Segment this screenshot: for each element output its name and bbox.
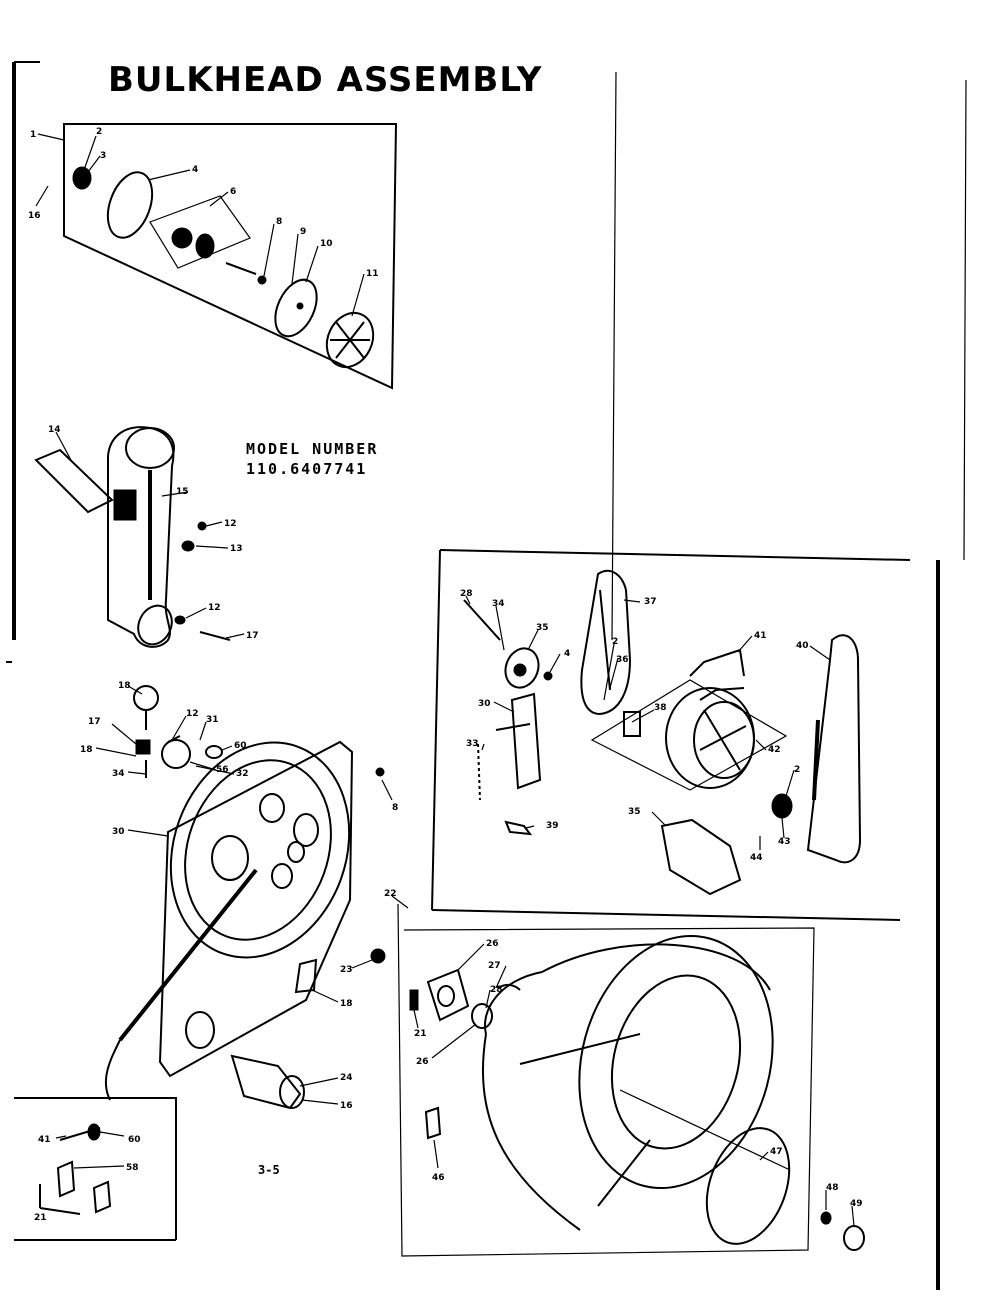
callout-c18: 17 [88,717,101,727]
callout-c15: 12 [208,603,221,613]
blower-parts-group [35,123,398,390]
bulkhead-panel-group [95,685,393,1110]
page-border [6,61,967,1290]
drum-front-rim [578,934,774,1190]
callout-c22: 18 [80,745,93,755]
callout-c62: 35 [628,807,641,817]
callout-c13: 12 [224,519,237,529]
callout-c39: 28 [490,985,503,995]
callout-c60: 2 [794,765,800,775]
callout-c32: 41 [38,1135,51,1145]
callout-c26: 30 [112,827,125,837]
motor-assembly-group [431,549,911,921]
callout-c42: 46 [432,1173,445,1183]
callout-c35: 21 [34,1213,47,1223]
exhaust-duct-group [34,426,245,648]
callout-c52: 36 [616,655,629,665]
callout-c31: 16 [340,1101,353,1111]
callout-c23: 56 [216,765,229,775]
callout-c24: 32 [236,769,249,779]
callout-c4: 4 [192,165,198,175]
callout-c3: 3 [100,151,106,161]
drive-belt [806,634,862,864]
callout-c5: 6 [230,187,236,197]
belt-ring-part [106,171,154,239]
callout-c41: 26 [416,1057,429,1067]
drum-group [391,895,865,1257]
drum-baffle-tag [424,1106,442,1140]
callout-c33: 60 [128,1135,141,1145]
callout-c51: 2 [612,637,618,647]
callout-c25: 34 [112,769,125,779]
callout-c19: 12 [186,709,199,719]
callout-c2: 2 [96,127,102,137]
callout-c30: 24 [340,1073,353,1083]
callout-c10: 16 [28,211,41,221]
callout-c63: 44 [750,853,763,863]
drum-seal [705,1127,791,1245]
callout-c36: 22 [384,889,397,899]
callout-c6: 8 [276,217,282,227]
bearing-part [72,166,92,190]
callout-c9: 11 [366,269,379,279]
callout-c8: 10 [320,239,333,249]
page-reference: 3-5 [258,1163,280,1177]
callout-c48: 35 [536,623,549,633]
inset-parts-group [14,1097,177,1241]
callout-c12: 15 [176,487,189,497]
blower-wheel-disc [274,278,318,338]
bulkhead-opening [169,741,351,959]
callout-c27: 8 [392,803,398,813]
callout-c55: 30 [478,699,491,709]
callout-c57: 38 [654,703,667,713]
callout-c61: 43 [778,837,791,847]
model-number-label: MODEL NUMBER [246,440,379,458]
callout-c20: 31 [206,715,219,725]
callout-c59: 42 [768,745,781,755]
callout-c28: 23 [340,965,353,975]
callout-c54: 40 [796,641,809,651]
callout-c49: 4 [564,649,570,659]
callout-c50: 37 [644,597,657,607]
callout-c37: 26 [486,939,499,949]
callout-c17: 18 [118,681,131,691]
blower-fan [325,311,375,369]
model-number-value: 110.6407741 [246,460,368,478]
callout-c38: 27 [488,961,501,971]
callout-c46: 28 [460,589,473,599]
callout-c40: 21 [414,1029,427,1039]
callout-c58: 39 [546,821,559,831]
duct-clip [113,489,137,521]
callout-c21: 60 [234,741,247,751]
callout-c47: 34 [492,599,505,609]
page-title: BULKHEAD ASSEMBLY [108,60,543,100]
callout-c56: 33 [466,739,479,749]
callout-c7: 9 [300,227,306,237]
callout-c1: 1 [30,130,36,140]
callout-c45: 49 [850,1199,863,1209]
gear-part-a [171,227,193,249]
callout-c53: 41 [754,631,767,641]
callout-c44: 48 [826,1183,839,1193]
callout-c34: 58 [126,1163,139,1173]
callout-c11: 14 [48,425,61,435]
callout-c16: 17 [246,631,259,641]
callout-c29: 18 [340,999,353,1009]
callout-c43: 47 [770,1147,783,1157]
gear-part-b [195,233,215,259]
callout-c14: 13 [230,544,243,554]
